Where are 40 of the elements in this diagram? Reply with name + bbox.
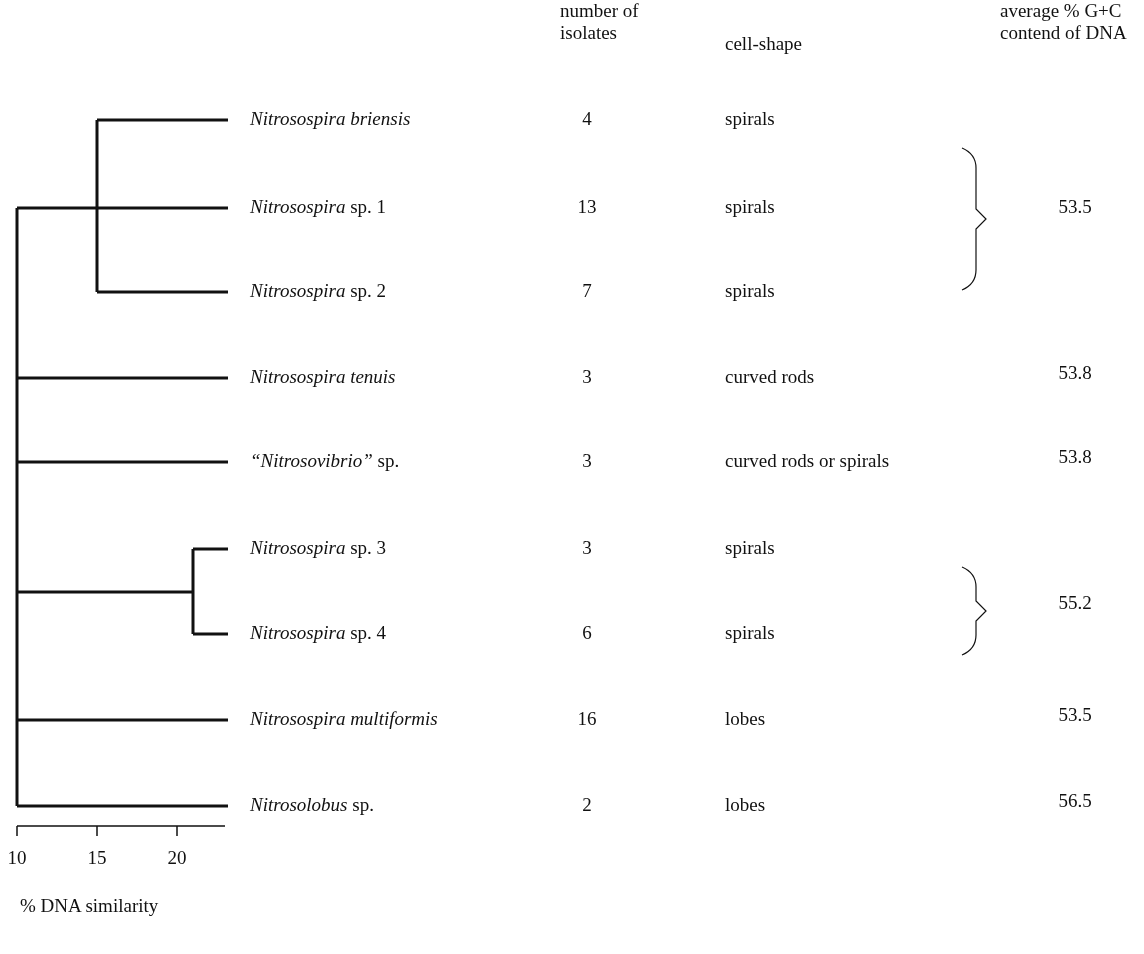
species-name: Nitrosolobus sp. [250,794,374,816]
isolate-count: 3 [582,366,592,388]
gc-content-value: 53.8 [1058,446,1092,468]
species-name: Nitrosospira sp. 1 [250,196,387,218]
species-name: Nitrosospira sp. 3 [250,537,387,559]
column-header: number of isolates [560,0,640,44]
isolate-count: 13 [577,196,597,218]
species-name: Nitrosospira sp. 2 [250,280,387,302]
gc-content-value: 53.5 [1058,196,1092,218]
cell-shape-text: spirals [725,537,775,559]
axis-tick-label: 15 [87,847,107,869]
species-name: “Nitrosovibrio” sp. [250,450,400,472]
isolate-count: 16 [577,708,597,730]
species-name: Nitrosospira multiformis [250,708,438,730]
gc-content-value: 55.2 [1058,592,1092,614]
isolate-count: 3 [582,450,592,472]
axis-tick-label: 20 [167,847,187,869]
species-name: Nitrosospira tenuis [250,366,396,388]
cell-shape-text: spirals [725,196,775,218]
gc-content-value: 56.5 [1058,790,1092,812]
cell-shape-text: spirals [725,622,775,644]
cell-shape-text: lobes [725,708,766,730]
isolate-count: 7 [582,280,592,302]
gc-content-value: 53.8 [1058,362,1092,384]
column-header: average % G+C contend of DNA [1000,0,1128,44]
axis-tick-label: 10 [7,847,27,869]
column-header: cell-shape [725,33,803,55]
cell-shape-text: curved rods [725,366,815,388]
gc-content-value: 53.5 [1058,704,1092,726]
isolate-count: 3 [582,537,592,559]
isolate-count: 6 [582,622,592,644]
species-name: Nitrosospira sp. 4 [250,622,387,644]
cell-shape-text: lobes [725,794,766,816]
isolate-count: 2 [582,794,592,816]
cell-shape-text: curved rods or spirals [725,450,890,472]
axis-title: % DNA similarity [20,895,159,917]
cell-shape-text: spirals [725,280,775,302]
isolate-count: 4 [582,108,592,130]
cell-shape-text: spirals [725,108,775,130]
species-name: Nitrosospira briensis [250,108,411,130]
